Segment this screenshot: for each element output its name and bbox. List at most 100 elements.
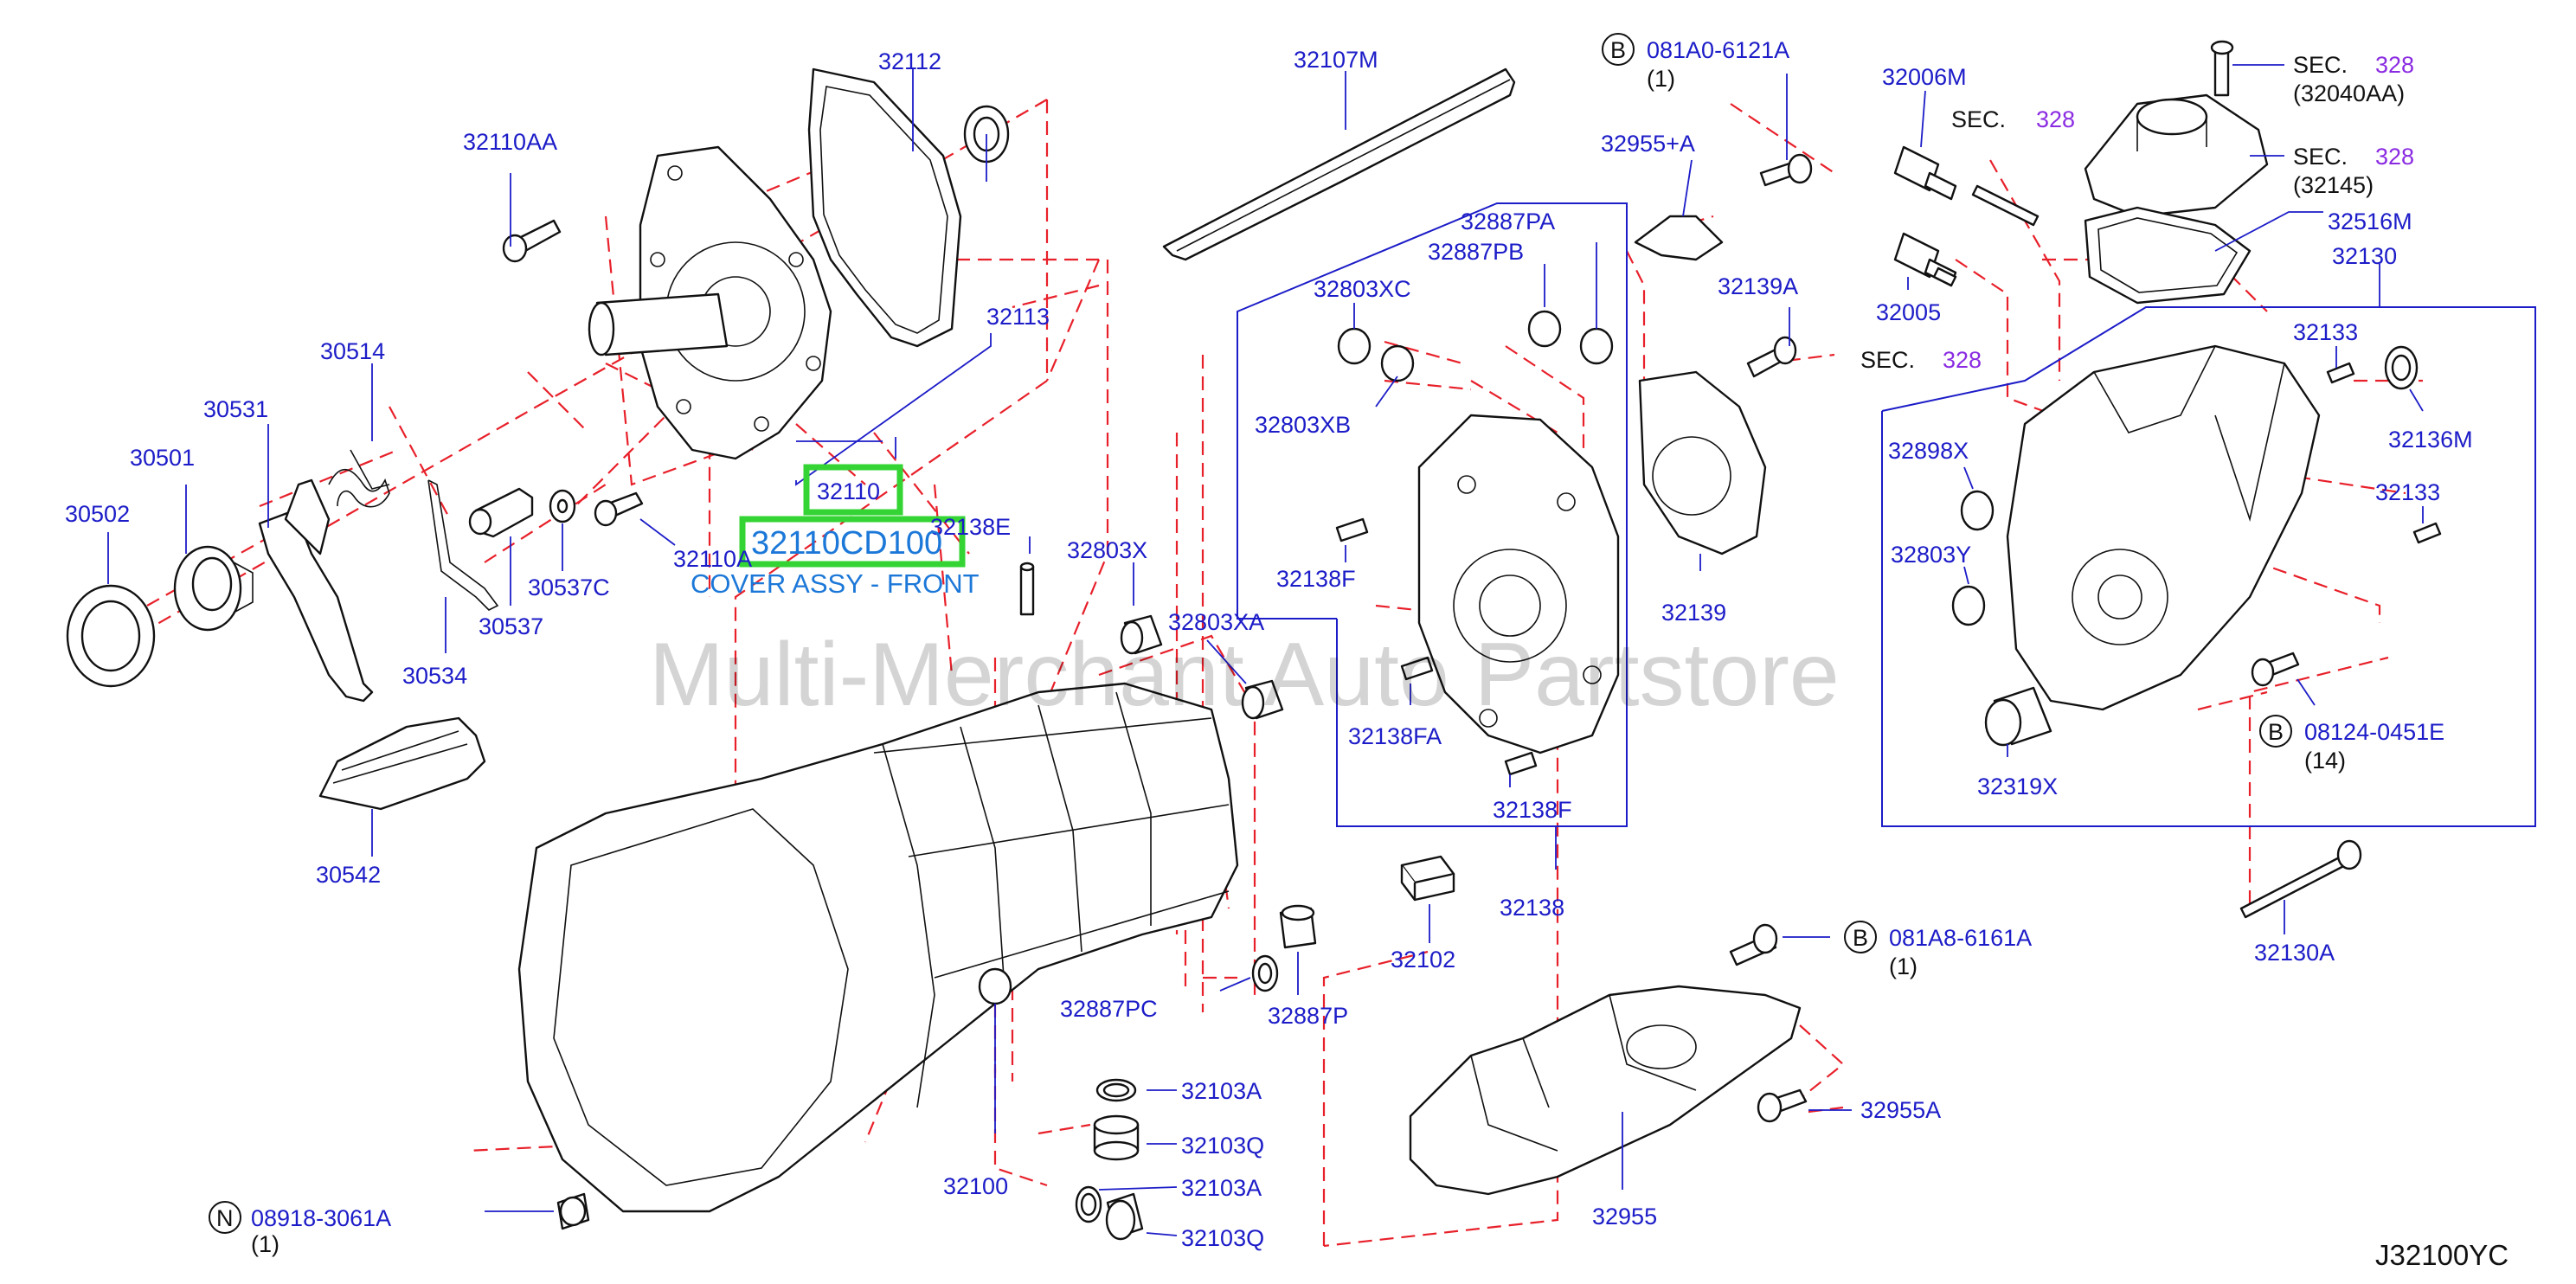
label-32803xc[interactable]: 32803XC [1314,276,1411,302]
sec-number-3[interactable]: 328 [2375,52,2414,78]
label-08918-3061a[interactable]: 08918-3061A [251,1205,391,1231]
label-32138f-upper[interactable]: 32138F [1276,566,1356,592]
label-30534[interactable]: 30534 [402,663,467,689]
label-32103q-upper[interactable]: 32103Q [1181,1133,1264,1159]
label-32112[interactable]: 32112 [878,48,941,74]
label-30537[interactable]: 30537 [479,613,543,639]
sec-ref-3: (32040AA) [2293,80,2405,106]
bearing-30501 [173,545,254,632]
pivot-30537 [468,487,534,538]
label-32898x[interactable]: 32898X [1888,438,1969,464]
diagram-code: J32100YC [2375,1239,2509,1271]
plug-32103q-lower [1105,1192,1144,1241]
pin-sec-lower [1932,266,1957,287]
sec-label-3: SEC. [2293,52,2348,78]
label-30502[interactable]: 30502 [65,501,130,527]
label-32516m[interactable]: 32516M [2328,209,2412,234]
gasket-32139 [1638,370,1767,555]
label-32803xb[interactable]: 32803XB [1255,412,1351,438]
sec-number-1[interactable]: 328 [2036,106,2075,132]
callout-n-circle [209,1201,241,1234]
label-32139a[interactable]: 32139A [1718,273,1798,299]
label-32138f-lower[interactable]: 32138F [1493,797,1572,823]
label-32133-upper[interactable]: 32133 [2293,319,2358,345]
label-32887pc[interactable]: 32887PC [1060,996,1158,1022]
bushing-32887pc [1251,954,1279,992]
seal-30502 [66,584,156,688]
sec-number-4[interactable]: 328 [2375,144,2414,170]
label-32110aa[interactable]: 32110AA [463,129,557,155]
label-32100[interactable]: 32100 [943,1173,1008,1199]
bushing-32887pb [1527,310,1562,348]
label-30542[interactable]: 30542 [316,862,381,888]
washer-30537c [549,489,576,523]
sec-label-2: SEC. [1860,347,1915,373]
bolt-08918-3061a [556,1192,590,1230]
label-32887p[interactable]: 32887P [1268,1003,1348,1029]
top-cover-32040aa [2084,93,2269,218]
qty-081a8-6161a: (1) [1889,953,1918,979]
label-32113[interactable]: 32113 [986,304,1050,330]
label-32103a-lower[interactable]: 32103A [1181,1175,1262,1201]
label-32803y[interactable]: 32803Y [1891,542,1971,568]
label-32955a[interactable]: 32955A [1860,1097,1941,1123]
callout-b-1: B [1610,37,1626,63]
label-32887pa[interactable]: 32887PA [1461,209,1555,234]
bolt-32130a [2239,839,2362,919]
label-32103a-upper[interactable]: 32103A [1181,1078,1262,1104]
label-32138e[interactable]: 32138E [930,514,1011,540]
label-32136m[interactable]: 32136M [2388,427,2473,453]
selected-part-number[interactable]: 32110CD100 [751,525,942,562]
bolt-32139a [1746,336,1797,378]
part-labels: 32112 32110AA 32113 32110 30514 30531 30… [65,33,2509,1271]
callout-b-circle-3 [2259,715,2292,748]
qty-081a0-6121a: (1) [1647,66,1675,92]
transmission-case-32100 [517,682,1239,1213]
bushing-32803xa [1241,679,1284,720]
dowel-32138fa [1400,656,1434,681]
label-081a0-6121a[interactable]: 081A0-6121A [1647,37,1789,63]
label-30531[interactable]: 30531 [203,396,268,422]
label-32110[interactable]: 32110 [817,478,880,504]
label-32803x[interactable]: 32803X [1067,537,1147,563]
qty-08918-3061a: (1) [251,1231,279,1257]
label-32133-lower[interactable]: 32133 [2375,479,2440,505]
pin-32133-lower [2412,522,2442,544]
label-32138fa[interactable]: 32138FA [1348,723,1442,749]
callout-b-circle-1 [1602,33,1635,66]
label-081a8-6161a[interactable]: 081A8-6161A [1889,925,2032,951]
label-32139[interactable]: 32139 [1661,600,1726,626]
sec-ref-4: (32145) [2293,172,2374,198]
highlight-32110cd100 [739,516,966,568]
label-32138[interactable]: 32138 [1500,895,1564,921]
label-32887pb[interactable]: 32887PB [1428,239,1524,265]
label-30501[interactable]: 30501 [130,445,195,471]
label-32319x[interactable]: 32319X [1977,774,2058,799]
sec-number-2[interactable]: 328 [1943,347,1982,373]
bolt-08124-0451e [2251,652,2300,687]
label-32103q-lower[interactable]: 32103Q [1181,1225,1264,1251]
label-08124-0451e[interactable]: 08124-0451E [2304,719,2444,745]
label-32102[interactable]: 32102 [1391,947,1455,973]
bushing-32898x [1960,490,1995,531]
label-32130[interactable]: 32130 [2332,243,2397,269]
label-32803xa[interactable]: 32803XA [1168,609,1264,635]
dowel-32138f-lower [1504,751,1538,776]
label-32006m[interactable]: 32006M [1882,64,1967,90]
pin-32133-upper [2326,362,2355,384]
extension-housing-32130 [2006,344,2321,711]
label-30537c[interactable]: 30537C [528,575,610,600]
label-32107m[interactable]: 32107M [1294,47,1378,73]
label-32955[interactable]: 32955 [1592,1204,1657,1229]
bushing-32803y [1951,585,1986,626]
label-32130a[interactable]: 32130A [2254,940,2335,966]
label-32955-a[interactable]: 32955+A [1601,131,1695,157]
label-32005[interactable]: 32005 [1876,299,1941,325]
fork-30531 [258,478,374,703]
dowel-32138e [1019,562,1035,616]
label-30514[interactable]: 30514 [320,338,385,364]
front-cover-32110 [588,145,832,460]
bushing-32803xc [1337,327,1372,365]
label-32110a[interactable]: 32110A [673,546,752,572]
